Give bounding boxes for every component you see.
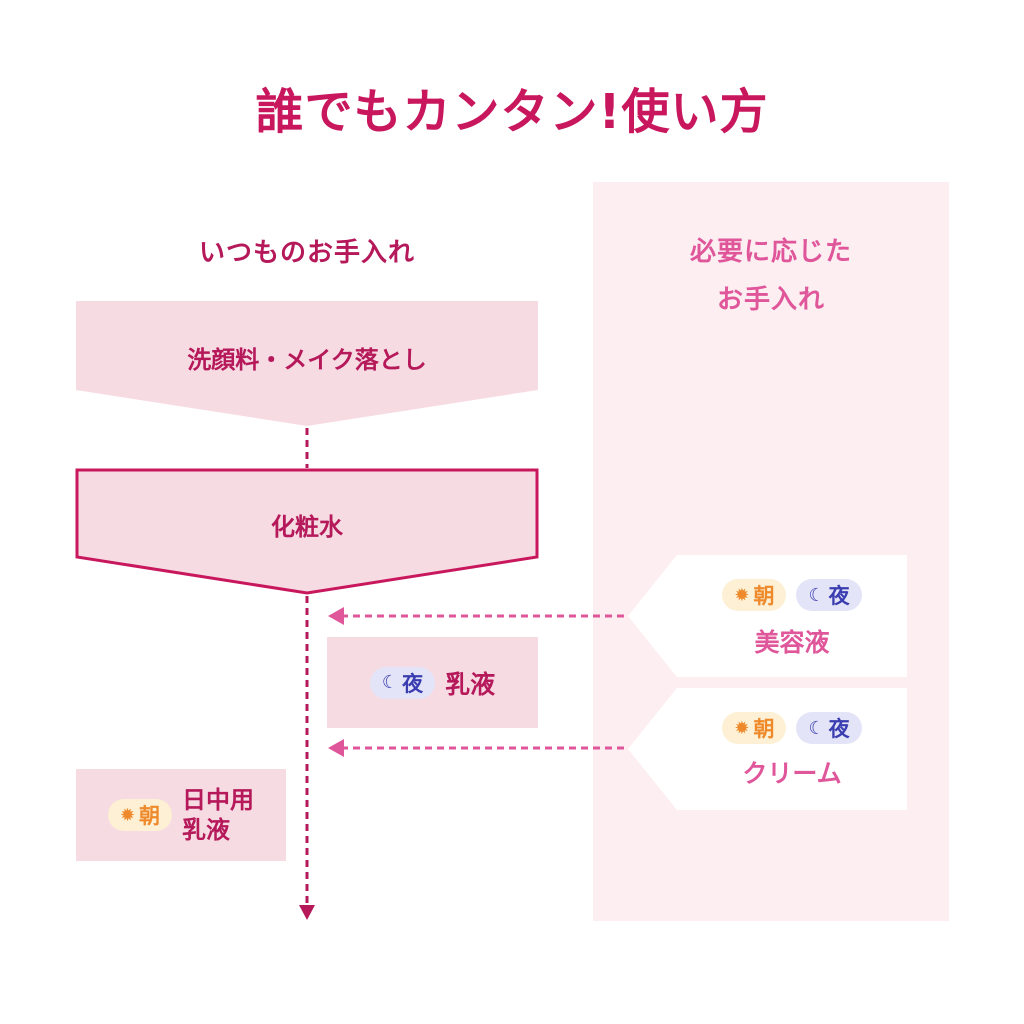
serum-arrowhead xyxy=(328,607,344,625)
morning-badge-label: 朝 xyxy=(139,804,161,828)
morning-badge: ✹朝 xyxy=(107,799,173,831)
day-emulsion-label-line-1: 日中用 xyxy=(182,786,255,814)
morning-badge: ✹朝 xyxy=(722,712,787,744)
moon-icon: ☾ xyxy=(381,672,399,693)
sun-icon: ✹ xyxy=(734,584,750,606)
day-emulsion-box: ✹朝 日中用 乳液 xyxy=(76,769,286,861)
day-emulsion-label: 日中用 乳液 xyxy=(182,785,254,845)
night-badge: ☾夜 xyxy=(796,712,862,744)
routine-heading: いつものお手入れ xyxy=(198,238,415,268)
cleansing-step-label: 洗顔料・メイク落とし xyxy=(187,346,427,374)
night-emulsion-box: ☾夜 乳液 xyxy=(327,637,538,728)
moon-icon: ☾ xyxy=(808,584,825,606)
optional-heading-line-1: 必要に応じた xyxy=(689,237,852,267)
night-emulsion-label: 乳液 xyxy=(445,669,496,699)
lotion-step-label: 化粧水 xyxy=(271,513,343,541)
night-badge-label: 夜 xyxy=(828,584,850,608)
serum-badges: ✹朝 ☾夜 xyxy=(677,579,907,611)
optional-heading: 必要に応じた お手入れ xyxy=(593,228,949,324)
cream-badges: ✹朝 ☾夜 xyxy=(677,712,907,744)
day-emulsion-label-line-2: 乳液 xyxy=(182,816,231,844)
serum-label: 美容液 xyxy=(754,628,830,657)
cream-arrowhead xyxy=(328,739,344,757)
night-badge: ☾夜 xyxy=(796,579,862,611)
morning-badge-label: 朝 xyxy=(753,717,775,741)
page-title: 誰でもカンタン!使い方 xyxy=(255,84,769,140)
main-flow-arrowhead xyxy=(299,905,315,920)
serum-card: ✹朝 ☾夜 美容液 xyxy=(677,579,907,659)
cream-label: クリーム xyxy=(742,759,842,788)
night-badge: ☾夜 xyxy=(369,666,436,699)
night-badge-label: 夜 xyxy=(402,671,424,696)
morning-badge-label: 朝 xyxy=(753,584,775,608)
night-badge-label: 夜 xyxy=(828,717,850,741)
optional-heading-line-2: お手入れ xyxy=(716,285,825,315)
cleansing-step-shape xyxy=(76,301,538,426)
sun-icon: ✹ xyxy=(119,804,136,826)
morning-badge: ✹朝 xyxy=(722,579,787,611)
moon-icon: ☾ xyxy=(808,717,825,739)
sun-icon: ✹ xyxy=(734,717,750,739)
lotion-step-shape xyxy=(75,468,539,595)
cream-card: ✹朝 ☾夜 クリーム xyxy=(677,712,907,790)
